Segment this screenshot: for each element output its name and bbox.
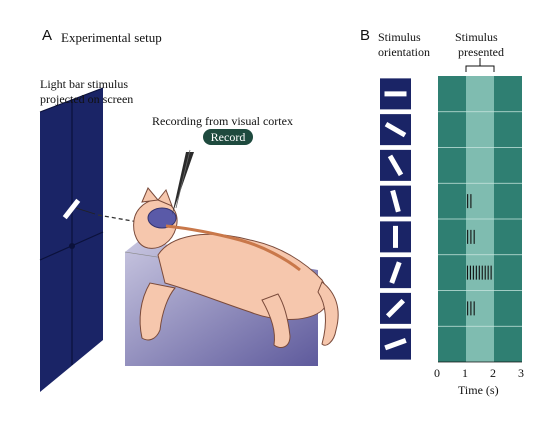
- orientation-bar: [390, 189, 401, 213]
- stimulus-note-line1: Light bar stimulus: [40, 77, 128, 91]
- presented-header-line2: presented: [458, 45, 504, 59]
- orientation-bar: [389, 261, 402, 284]
- gaze-line: [97, 214, 139, 223]
- brain-visual-cortex: [147, 207, 177, 229]
- orientation-bar: [387, 154, 404, 177]
- orientation-bar: [384, 338, 407, 351]
- panel-a-title: Experimental setup: [61, 30, 162, 45]
- recording-cable: [165, 224, 301, 272]
- recording-note: Recording from visual cortex: [152, 114, 293, 128]
- projection-screen: [39, 87, 104, 392]
- orientation-bar: [384, 91, 407, 97]
- panel-a-letter: A: [42, 27, 53, 44]
- orientation-bar: [393, 225, 398, 248]
- orientation-bar: [384, 121, 407, 138]
- panel-b-letter: B: [360, 27, 371, 44]
- presented-header-line1: Stimulus: [455, 30, 498, 44]
- orientation-header-line1: Stimulus: [378, 30, 421, 44]
- x-tick-3: 3: [518, 366, 524, 380]
- stimulus-note-line2: projected on screen: [40, 92, 134, 106]
- x-tick-1: 1: [462, 366, 468, 380]
- electrode: [172, 152, 194, 215]
- cat-illustration: [133, 187, 339, 349]
- x-tick-0: 0: [434, 366, 440, 380]
- orientation-column: [380, 78, 411, 360]
- x-axis-label: Time (s): [458, 383, 499, 397]
- stimulus-pointer: [75, 207, 96, 215]
- electrode-shaft: [175, 149, 191, 209]
- stimulus-bracket: [465, 65, 495, 72]
- record-badge: [203, 129, 253, 145]
- light-bar-stimulus: [62, 198, 81, 220]
- raster-plot: [438, 58, 522, 363]
- x-tick-2: 2: [490, 366, 496, 380]
- orientation-bar: [385, 298, 406, 318]
- orientation-header-line2: orientation: [378, 45, 430, 59]
- record-badge-label: Record: [210, 130, 246, 144]
